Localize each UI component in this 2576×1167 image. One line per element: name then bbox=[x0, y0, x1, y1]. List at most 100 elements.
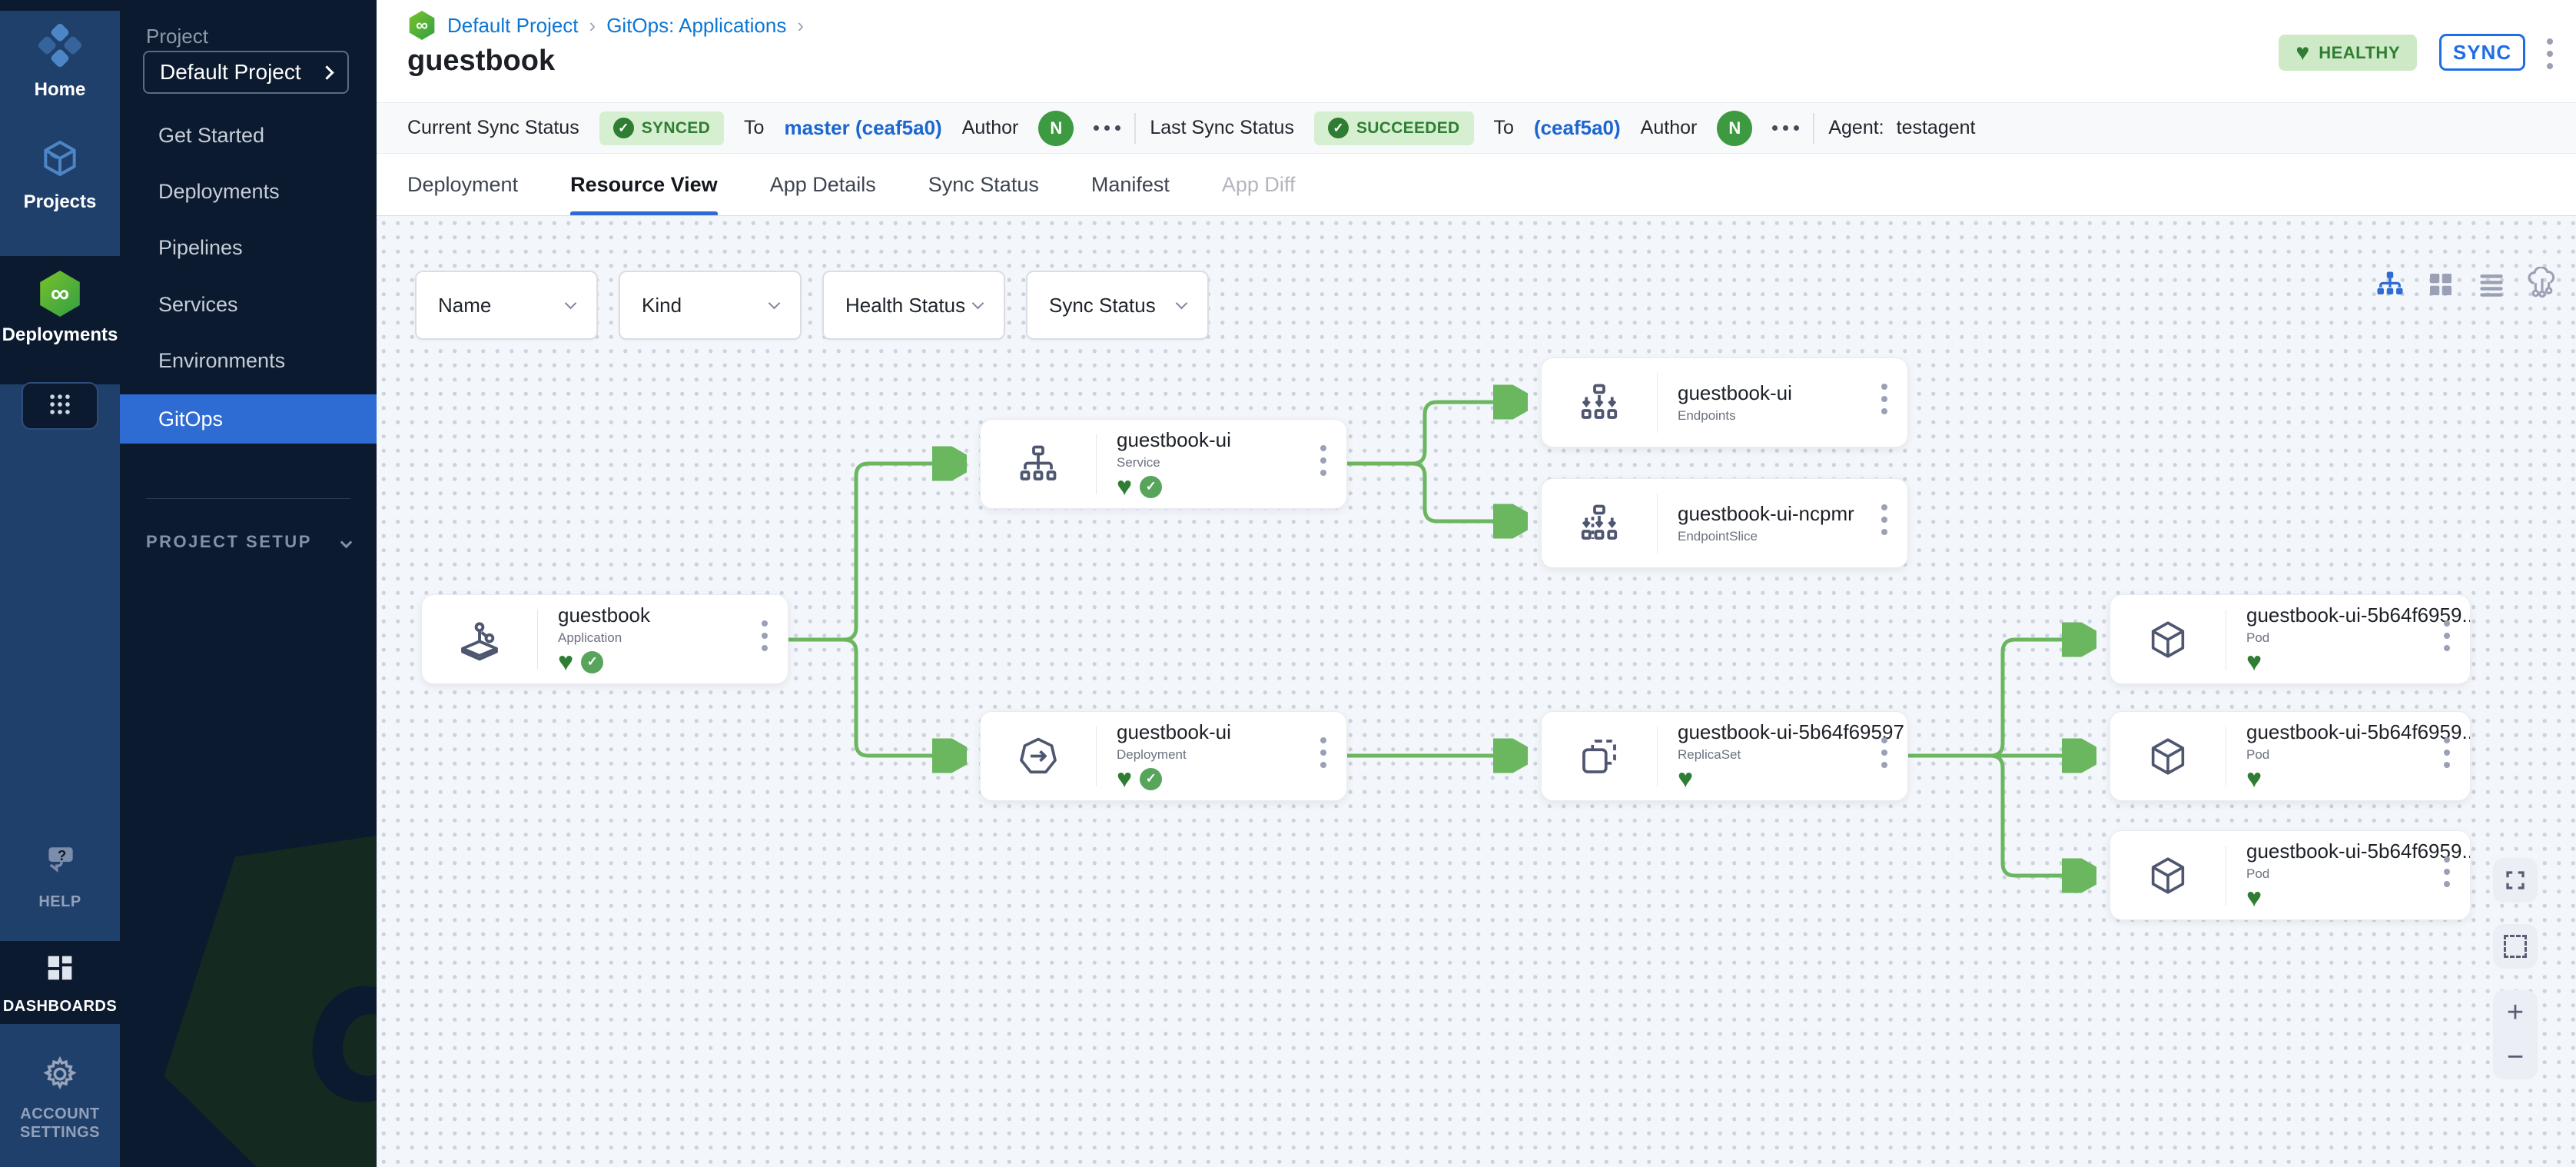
replicaset-icon bbox=[1542, 733, 1657, 780]
tab-app-details[interactable]: App Details bbox=[769, 173, 876, 196]
tab-resource-view[interactable]: Resource View bbox=[570, 154, 718, 216]
tree-node-replicaset[interactable]: guestbook-ui-5b64f69597 ReplicaSet ♥ bbox=[1541, 711, 1908, 801]
sidebar-item-home[interactable]: Home bbox=[0, 23, 120, 101]
sidebar-item-pipelines[interactable]: Pipelines bbox=[158, 235, 243, 259]
sidebar-item-services[interactable]: Services bbox=[158, 292, 238, 316]
breadcrumb-separator: › bbox=[797, 13, 804, 37]
tree-view-toggle[interactable] bbox=[2370, 264, 2410, 304]
sidebar-item-gitops[interactable]: GitOps bbox=[120, 394, 377, 444]
author-avatar: N bbox=[1717, 110, 1753, 146]
node-divider bbox=[537, 609, 538, 670]
node-divider bbox=[1657, 493, 1658, 554]
health-status-badge: ♥ HEALTHY bbox=[2279, 35, 2417, 71]
chevron-right-icon bbox=[320, 65, 334, 80]
node-name: guestbook-ui bbox=[1117, 428, 1231, 451]
node-menu-kebab[interactable] bbox=[762, 620, 768, 651]
node-menu-kebab[interactable] bbox=[2444, 620, 2450, 651]
node-menu-kebab[interactable] bbox=[1881, 504, 1887, 535]
rail-active-highlight bbox=[0, 941, 120, 1024]
list-view-icon bbox=[2480, 274, 2503, 297]
breadcrumb-link-applications[interactable]: GitOps: Applications bbox=[606, 13, 787, 37]
node-name: guestbook-ui-5b64f6959... bbox=[2246, 720, 2470, 743]
network-view-toggle[interactable] bbox=[2522, 264, 2562, 304]
tree-node-pod-3[interactable]: guestbook-ui-5b64f6959... Pod ♥ bbox=[2110, 830, 2471, 920]
tree-edges bbox=[788, 216, 2576, 1167]
tab-app-diff[interactable]: App Diff bbox=[1221, 173, 1296, 196]
marquee-select-button[interactable] bbox=[2493, 924, 2538, 969]
fullscreen-button[interactable] bbox=[2493, 858, 2538, 903]
filter-kind-dropdown[interactable]: Kind bbox=[619, 271, 802, 340]
rail-label: Home bbox=[34, 79, 86, 100]
tree-node-pod-2[interactable]: guestbook-ui-5b64f6959... Pod ♥ bbox=[2110, 711, 2471, 801]
breadcrumb-link-project[interactable]: Default Project bbox=[447, 13, 579, 37]
filter-health-status-dropdown[interactable]: Health Status bbox=[822, 271, 1005, 340]
node-menu-kebab[interactable] bbox=[1881, 384, 1887, 414]
tree-node-endpointslice[interactable]: guestbook-ui-ncpmr EndpointSlice bbox=[1541, 478, 1908, 568]
sidebar-item-help[interactable]: ? HELP bbox=[0, 843, 120, 911]
marquee-icon bbox=[2504, 935, 2527, 958]
healthy-heart-icon: ♥ bbox=[2246, 647, 2262, 677]
home-icon bbox=[38, 23, 82, 71]
sidebar-item-deployments-sub[interactable]: Deployments bbox=[158, 179, 280, 203]
pod-icon bbox=[2110, 853, 2226, 898]
check-circle-icon: ✓ bbox=[1327, 118, 1349, 138]
sidebar-item-deployments[interactable]: ∞ Deployments bbox=[0, 271, 120, 347]
project-selector[interactable]: Default Project bbox=[143, 51, 349, 94]
tree-node-application[interactable]: guestbook Application ♥ ✓ bbox=[421, 594, 788, 684]
current-revision-link[interactable]: master (ceaf5a0) bbox=[784, 116, 942, 139]
project-setup-toggle[interactable]: PROJECT SETUP bbox=[146, 532, 353, 552]
current-sync-label: Current Sync Status bbox=[407, 117, 579, 138]
app-menu-kebab[interactable] bbox=[2542, 38, 2558, 69]
synced-check-icon: ✓ bbox=[1140, 475, 1163, 498]
sidebar-item-get-started[interactable]: Get Started bbox=[158, 123, 265, 147]
last-revision-link[interactable]: (ceaf5a0) bbox=[1533, 116, 1621, 139]
deployments-icon: ∞ bbox=[40, 271, 80, 317]
filter-sync-status-dropdown[interactable]: Sync Status bbox=[1026, 271, 1209, 340]
endpointslice-icon bbox=[1542, 500, 1657, 547]
zoom-in-button[interactable]: + bbox=[2506, 996, 2525, 1029]
node-name: guestbook-ui-5b64f6959... bbox=[2246, 603, 2470, 627]
tree-node-endpoints[interactable]: guestbook-ui Endpoints bbox=[1541, 357, 1908, 447]
pod-icon bbox=[2110, 734, 2226, 779]
service-icon bbox=[981, 441, 1096, 487]
module-switcher-button[interactable] bbox=[22, 382, 98, 430]
node-menu-kebab[interactable] bbox=[1320, 445, 1326, 476]
tab-sync-status[interactable]: Sync Status bbox=[928, 173, 1039, 196]
tree-node-deployment[interactable]: guestbook-ui Deployment ♥ ✓ bbox=[980, 711, 1347, 801]
sidebar-item-projects[interactable]: Projects bbox=[0, 137, 120, 214]
node-menu-kebab[interactable] bbox=[2444, 856, 2450, 887]
tree-node-pod-1[interactable]: guestbook-ui-5b64f6959... Pod ♥ bbox=[2110, 594, 2471, 684]
synced-badge: ✓ SYNCED bbox=[599, 111, 725, 145]
sidebar-item-dashboards[interactable]: DASHBOARDS bbox=[0, 950, 120, 1016]
node-divider bbox=[1657, 372, 1658, 433]
healthy-heart-icon: ♥ bbox=[1678, 764, 1694, 793]
brand-watermark: ∞ bbox=[120, 736, 377, 1167]
list-view-toggle[interactable] bbox=[2471, 264, 2511, 304]
help-icon: ? bbox=[41, 843, 79, 885]
panel-divider bbox=[146, 498, 350, 499]
application-icon bbox=[422, 616, 537, 663]
node-divider bbox=[1657, 726, 1658, 786]
filter-name-dropdown[interactable]: Name bbox=[415, 271, 598, 340]
tab-deployment[interactable]: Deployment bbox=[407, 173, 519, 196]
sidebar-item-account-settings[interactable]: ACCOUNT SETTINGS bbox=[0, 1055, 120, 1142]
commit-details-kebab[interactable] bbox=[1094, 125, 1121, 131]
sidebar-item-environments[interactable]: Environments bbox=[158, 348, 286, 372]
node-menu-kebab[interactable] bbox=[2444, 737, 2450, 768]
node-menu-kebab[interactable] bbox=[1320, 737, 1326, 768]
healthy-heart-icon: ♥ bbox=[1117, 764, 1133, 793]
resource-tree-canvas[interactable]: Name Kind Health Status Sync Status bbox=[377, 216, 2576, 1167]
zoom-out-button[interactable]: − bbox=[2506, 1041, 2525, 1073]
healthy-heart-icon: ♥ bbox=[558, 647, 574, 677]
grid-view-toggle[interactable] bbox=[2421, 264, 2461, 304]
tree-node-service[interactable]: guestbook-ui Service ♥ ✓ bbox=[980, 419, 1347, 509]
commit-details-kebab[interactable] bbox=[1772, 125, 1800, 131]
author-label: Author bbox=[1640, 117, 1698, 138]
tab-manifest[interactable]: Manifest bbox=[1090, 173, 1170, 196]
chevron-down-icon bbox=[340, 536, 353, 548]
node-kind: Pod bbox=[2246, 866, 2270, 881]
sync-button[interactable]: SYNC bbox=[2439, 34, 2525, 71]
node-name: guestbook-ui-5b64f6959... bbox=[2246, 840, 2470, 863]
node-menu-kebab[interactable] bbox=[1881, 737, 1887, 768]
check-circle-icon: ✓ bbox=[612, 118, 634, 138]
